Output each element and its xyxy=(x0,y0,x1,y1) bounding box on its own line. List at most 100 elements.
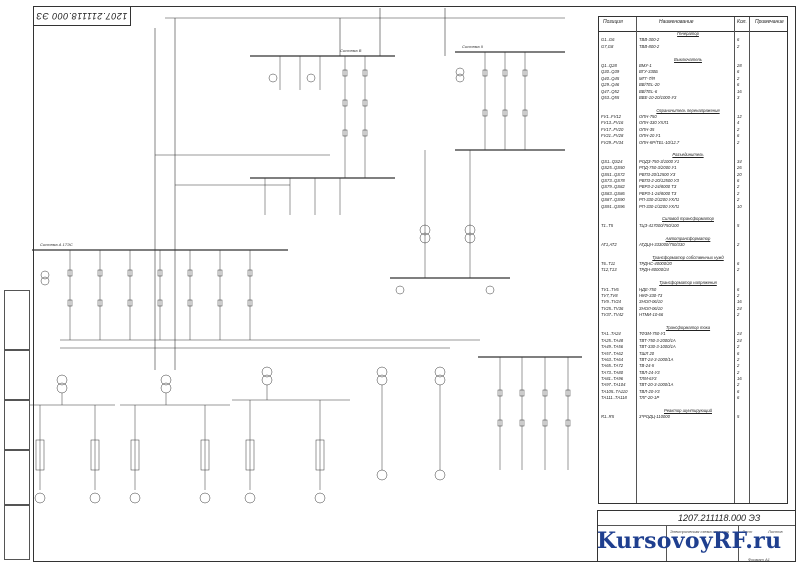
table-cell-name: РП-330-1/3200 УХЛ1 xyxy=(639,203,680,209)
table-cell-name: ТВ-24-II xyxy=(639,363,655,369)
table-cell-pos: G1..G6 xyxy=(601,37,615,43)
table-row: Ограничитель перенапряжения xyxy=(599,108,787,114)
table-cell-name: ТВТ-20-3-1000/1А xyxy=(639,382,674,388)
title-block-name: Электрическая схема станции xyxy=(670,529,730,534)
table-cell-qty: 24 xyxy=(737,331,742,337)
table-cell-name: Автотрансформатор xyxy=(665,235,711,241)
right-lower-cells xyxy=(497,357,571,470)
column-divider xyxy=(734,17,735,503)
table-cell-name: ТРДН-80000/24 xyxy=(639,267,669,273)
table-cell-name: Разъединитель xyxy=(672,152,704,158)
table-cell-name: ТРДНС-40000/20 xyxy=(639,261,672,267)
table-cell-qty: 2 xyxy=(737,293,740,299)
watermark-tld: .ru xyxy=(745,528,782,554)
table-cell-qty: 28 xyxy=(737,62,742,68)
watermark-logo: KursovoyRF.ru xyxy=(597,528,781,554)
table-cell-qty: 2 xyxy=(737,344,740,350)
strip-cell xyxy=(4,350,30,400)
table-cell-pos: Q53..Q55 xyxy=(601,94,620,100)
table-cell-pos: ТА63..ТА64 xyxy=(601,356,624,362)
table-cell-qty: 26 xyxy=(737,165,742,171)
title-block-format: Формат А1 xyxy=(748,557,770,562)
divider xyxy=(666,525,667,561)
table-cell-qty: 16 xyxy=(737,376,742,382)
table-cell-name: РОДЗ-750-3/1000 У1 xyxy=(639,158,680,164)
table-cell-name: ОПН-35 xyxy=(639,126,655,132)
table-cell-name: ВВ/TEL-20 xyxy=(639,82,660,88)
table-cell-pos: ТА105..ТА110 xyxy=(601,388,628,394)
table-cell-pos: ТА1..ТА24 xyxy=(601,331,621,337)
table-cell-name: 3*РОДЦ-110000 xyxy=(639,414,670,420)
table-cell-name: НТМИ-10-66 xyxy=(639,312,664,318)
table-cell-qty: 34 xyxy=(737,158,742,164)
table-cell-qty: 20 xyxy=(737,171,742,177)
table-cell-name: ОПН-20 У1 xyxy=(639,133,661,139)
strip-cell xyxy=(4,505,30,560)
table-cell-pos: Т12,Т13 xyxy=(601,267,617,273)
table-cell-name: РВРЗ-2-24/8000 ТЗ xyxy=(639,184,677,190)
table-cell-name: Реактор шунтирующий xyxy=(664,408,712,414)
table-cell-pos: TV7,TV8 xyxy=(601,293,618,299)
table-cell-qty: 2 xyxy=(737,369,740,375)
bus-label: Система В xyxy=(340,48,362,53)
table-cell-pos: TV9..TV24 xyxy=(601,299,622,305)
table-cell-pos: Т6..Т11 xyxy=(601,261,616,267)
table-cell-qty: 6 xyxy=(737,177,740,183)
table-cell-qty: 2 xyxy=(737,184,740,190)
table-cell-qty: 2 xyxy=(737,363,740,369)
table-row: Трансформатор тока xyxy=(599,325,787,331)
table-cell-pos: ТА111..ТА118 xyxy=(601,395,627,401)
table-cell-qty: 24 xyxy=(737,337,742,343)
table-cell-pos: Q40..Q45 xyxy=(601,75,620,81)
table-cell-pos: Т1..Т5 xyxy=(601,222,614,228)
table-cell-name: ОПН-330 УХЛ1 xyxy=(639,120,669,126)
column-divider xyxy=(749,17,750,503)
table-row: Выключатель xyxy=(599,57,787,63)
table-cell-name: НДЕ-750 xyxy=(639,286,657,292)
table-cell-qty: 4 xyxy=(737,120,740,126)
table-cell-name: ТЛМ-6У3 xyxy=(639,376,657,382)
table-cell-pos: QS79..QS82 xyxy=(601,184,625,190)
table-cell-name: Силовой трансформатор xyxy=(662,216,714,222)
table-cell-pos: ТА81..ТА96 xyxy=(601,376,624,382)
table-cell-name: Трансформатор напряжения xyxy=(659,280,717,286)
divider xyxy=(598,525,795,526)
table-cell-name: РВП3-2-20/12500 УЗ xyxy=(639,177,679,183)
table-cell-name: ОПН-750 xyxy=(639,114,657,120)
table-cell-qty: 6 xyxy=(737,37,740,43)
table-cell-qty: 3 xyxy=(737,94,740,100)
table-cell-qty: 2 xyxy=(737,75,740,81)
generator-units xyxy=(30,366,446,504)
upper-breakers xyxy=(268,67,528,295)
drawing-frame xyxy=(33,6,796,562)
table-cell-qty: 2 xyxy=(737,126,740,132)
table-cell-pos: Q30..Q39 xyxy=(601,69,620,75)
table-cell-name: АТДЦН-333000/750/330 xyxy=(639,241,685,247)
table-cell-name: ТВТ-24-3-1000/1А xyxy=(639,356,674,362)
table-cell-pos: FV1..FV12 xyxy=(601,114,622,120)
